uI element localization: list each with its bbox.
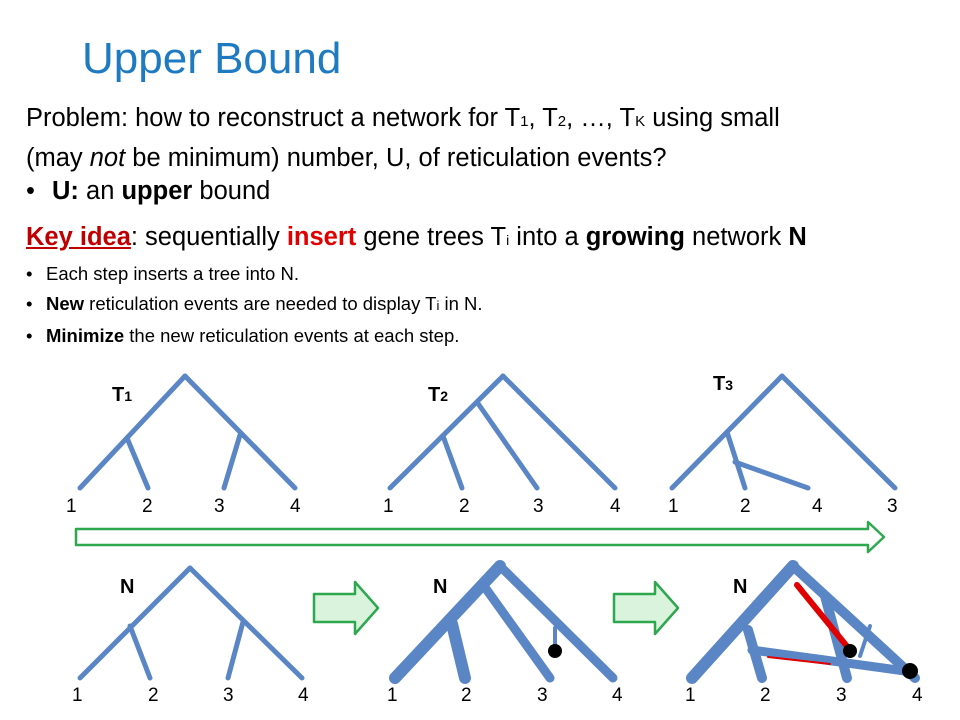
leaf-label: 3 — [887, 496, 898, 517]
leaf-label: 2 — [760, 685, 771, 706]
tree-label-t2: T2 — [428, 384, 449, 406]
long-right-arrow-icon — [74, 520, 886, 554]
problem-text: be minimum) number, U, of reticulation e… — [125, 144, 667, 172]
bullet-text: Each step inserts a tree into N. — [46, 263, 299, 284]
network-label-n2: N — [433, 576, 448, 598]
problem-text: (may — [26, 144, 90, 172]
leaf-label: 3 — [214, 496, 225, 517]
bullet-text: reticulation events are needed to displa… — [84, 293, 437, 314]
problem-statement: Problem: how to reconstruct a network fo… — [26, 100, 936, 177]
tree-t2 — [387, 373, 618, 491]
subscript: 2 — [557, 113, 567, 130]
growing-word: growing — [585, 223, 685, 251]
leaf-label: 4 — [290, 496, 301, 517]
tree-label-t1: T1 — [112, 384, 133, 406]
new-word: New — [46, 293, 85, 314]
leaf-label: 3 — [537, 685, 548, 706]
key-idea-text: : sequentially — [130, 223, 287, 251]
network-n2 — [389, 560, 618, 684]
upper-word: upper — [121, 177, 193, 205]
reticulation-edges — [767, 582, 853, 665]
leaf-label: 4 — [298, 685, 309, 706]
bullet-dot: • — [26, 177, 35, 205]
upper-bound-bullet: • U: an upper bound — [26, 177, 270, 206]
network-n3 — [686, 560, 920, 684]
tree-label-t3: T3 — [713, 373, 734, 395]
reticulation-node — [902, 663, 918, 679]
tree-t3 — [669, 373, 898, 491]
subscript: i — [436, 298, 440, 313]
bullet-text: an — [78, 177, 122, 205]
page-title: Upper Bound — [82, 34, 342, 83]
leaf-label: 1 — [72, 685, 83, 706]
detail-bullets: •Each step inserts a tree into N. •New r… — [26, 259, 483, 351]
subscript: 1 — [520, 113, 529, 130]
right-arrow-icon — [612, 580, 680, 636]
subscript: K — [635, 113, 646, 130]
detail-bullet: •New reticulation events are needed to d… — [26, 293, 483, 314]
leaf-label: 3 — [223, 685, 234, 706]
tree-t1 — [77, 373, 298, 491]
leaf-label: 4 — [812, 496, 823, 517]
key-idea-text: network — [684, 223, 789, 251]
detail-bullet: •Each step inserts a tree into N. — [26, 263, 299, 284]
bullet-text: bound — [192, 177, 271, 205]
bullet-text: in N. — [439, 293, 483, 314]
network-n: N — [788, 223, 807, 251]
leaf-label: 2 — [740, 496, 751, 517]
leaf-label: 2 — [461, 685, 472, 706]
problem-text: , T — [528, 104, 558, 132]
subscript: i — [506, 232, 510, 248]
key-idea-text: gene trees T — [356, 223, 507, 251]
minimize-word: Minimize — [46, 325, 125, 346]
leaf-label: 1 — [387, 685, 398, 706]
key-idea-text: into a — [509, 223, 586, 251]
leaf-label: 1 — [685, 685, 696, 706]
network-label-n1: N — [120, 576, 135, 598]
insert-word: insert — [286, 223, 357, 251]
leaf-label: 3 — [533, 496, 544, 517]
right-arrow-icon — [312, 580, 380, 636]
reticulation-node — [548, 644, 562, 658]
leaf-label: 1 — [383, 496, 394, 517]
emphasis-not: not — [89, 144, 126, 172]
reticulation-node — [843, 644, 857, 658]
bullet-text: the new reticulation events at each step… — [124, 325, 460, 346]
network-label-n3: N — [733, 576, 748, 598]
key-idea-label: Key idea — [26, 223, 131, 251]
leaf-label: 2 — [142, 496, 153, 517]
leaf-label: 4 — [912, 685, 923, 706]
leaf-label: 4 — [610, 496, 621, 517]
network-n1 — [77, 565, 305, 681]
problem-text: using small — [645, 104, 780, 132]
leaf-label: 2 — [148, 685, 159, 706]
problem-text: , …, T — [566, 104, 636, 132]
reticulation-nodes — [548, 644, 918, 679]
key-idea: Key idea: sequentially insert gene trees… — [26, 223, 807, 252]
leaf-label: 1 — [668, 496, 679, 517]
leaf-label: 4 — [612, 685, 623, 706]
leaf-label: 2 — [459, 496, 470, 517]
u-label: U: — [52, 177, 79, 205]
leaf-label: 3 — [836, 685, 847, 706]
detail-bullet: •Minimize the new reticulation events at… — [26, 325, 460, 346]
problem-text: Problem: how to reconstruct a network fo… — [26, 104, 521, 132]
leaf-label: 1 — [66, 496, 77, 517]
